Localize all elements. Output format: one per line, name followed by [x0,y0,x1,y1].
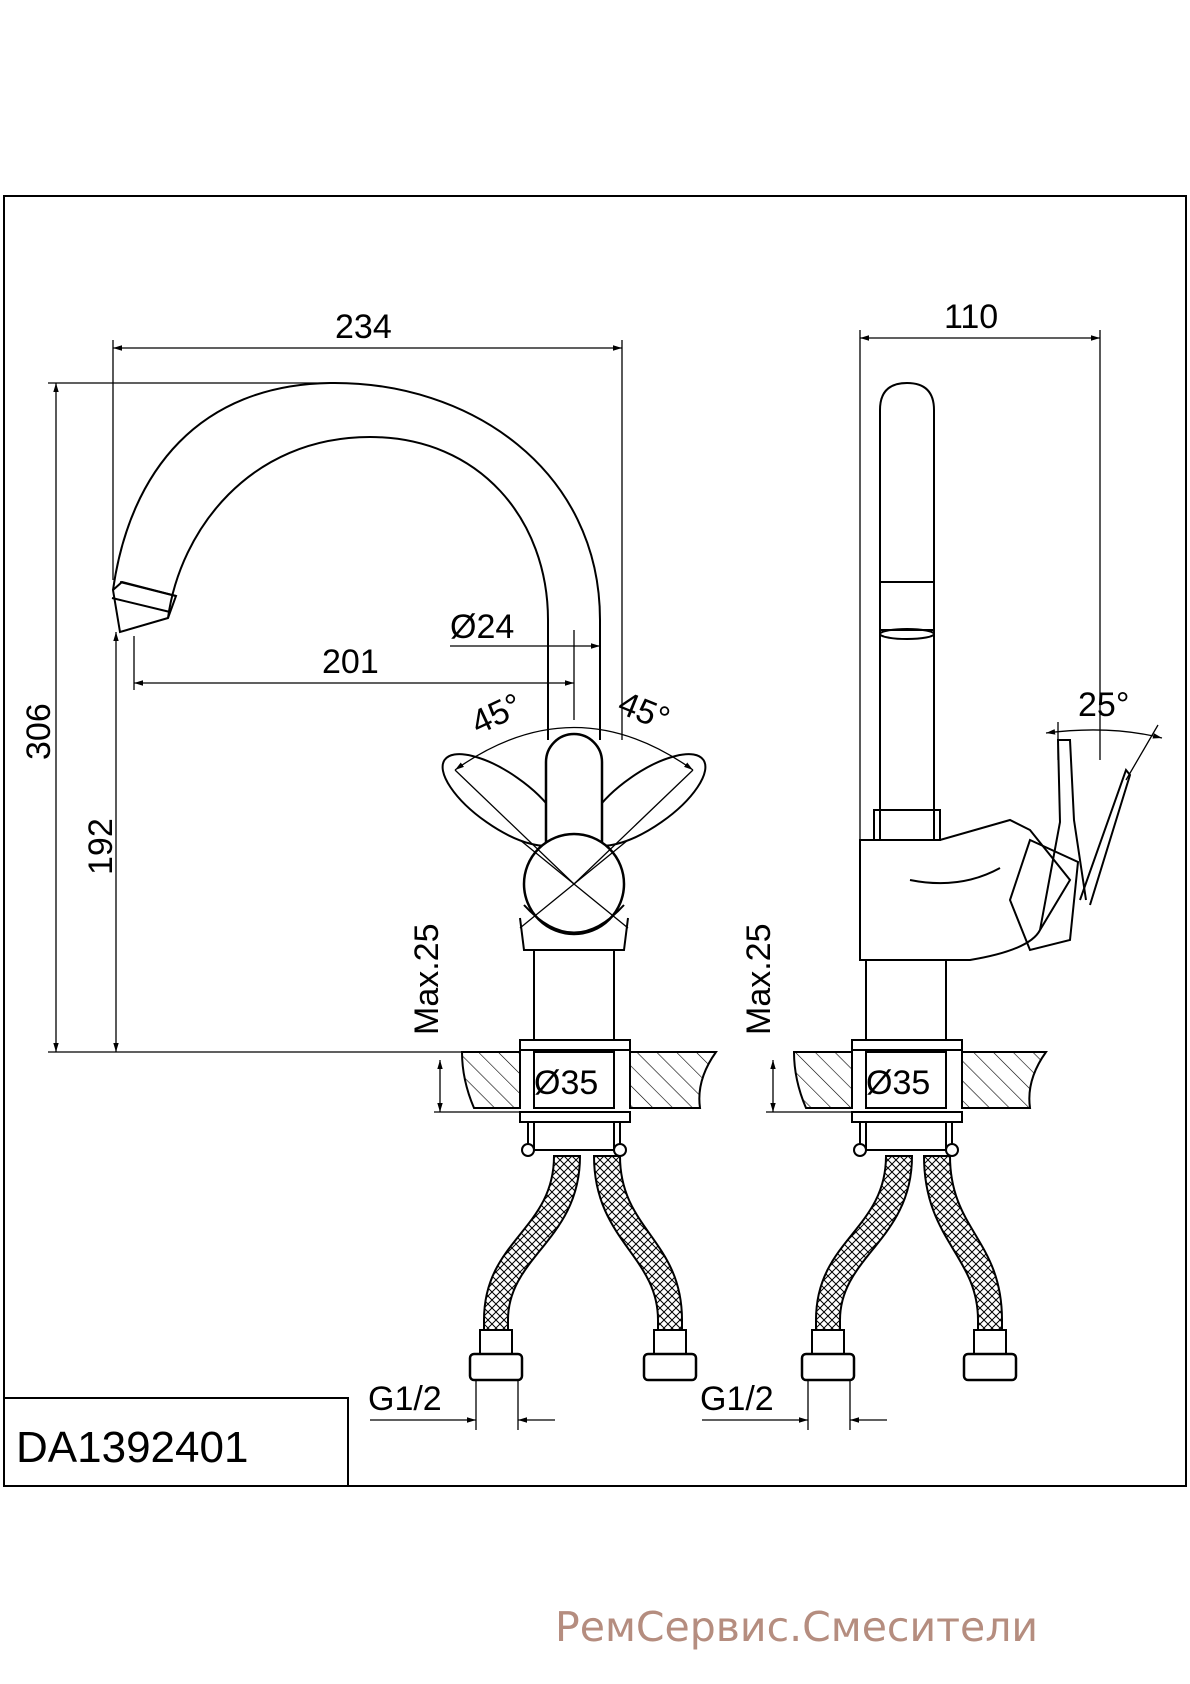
svg-text:Max.25: Max.25 [408,924,446,1036]
svg-text:45°: 45° [465,686,528,742]
svg-text:201: 201 [322,643,379,681]
title-block [3,1397,349,1487]
side-body [859,818,1072,961]
front-view: 234 201 Ø24 306 192 45° 45° Max.25 Ø35 [20,308,718,1430]
svg-text:25°: 25° [1078,686,1129,724]
svg-text:306: 306 [20,703,58,760]
drawing-frame [3,195,1187,1487]
spout-inner [167,435,549,621]
spout-tip [111,580,178,634]
watermark: РемСервис.Смесители [555,1603,1039,1651]
spout-outer [112,381,601,621]
svg-text:Ø35: Ø35 [866,1064,930,1102]
svg-text:110: 110 [944,298,998,336]
svg-text:Max.25: Max.25 [740,924,778,1036]
svg-text:192: 192 [82,818,120,875]
hose-left [483,1155,582,1331]
side-view: 110 25° Max.25 Ø35 G1/2 [700,298,1163,1430]
base-plate [519,1039,631,1051]
worktop-section-side [792,1051,853,1109]
hose-right [592,1155,683,1331]
side-hose-right [922,1155,1003,1331]
model-code: DA1392401 [16,1423,248,1472]
worktop-section-front [460,1051,521,1109]
side-lever [1039,739,1087,931]
side-hose-left [815,1155,914,1331]
side-spout [879,381,935,840]
svg-text:G1/2: G1/2 [368,1380,442,1418]
svg-text:Ø24: Ø24 [450,608,514,646]
svg-text:Ø35: Ø35 [534,1064,598,1102]
svg-text:G1/2: G1/2 [700,1380,774,1418]
body-column [533,949,615,1041]
svg-text:234: 234 [335,308,392,346]
